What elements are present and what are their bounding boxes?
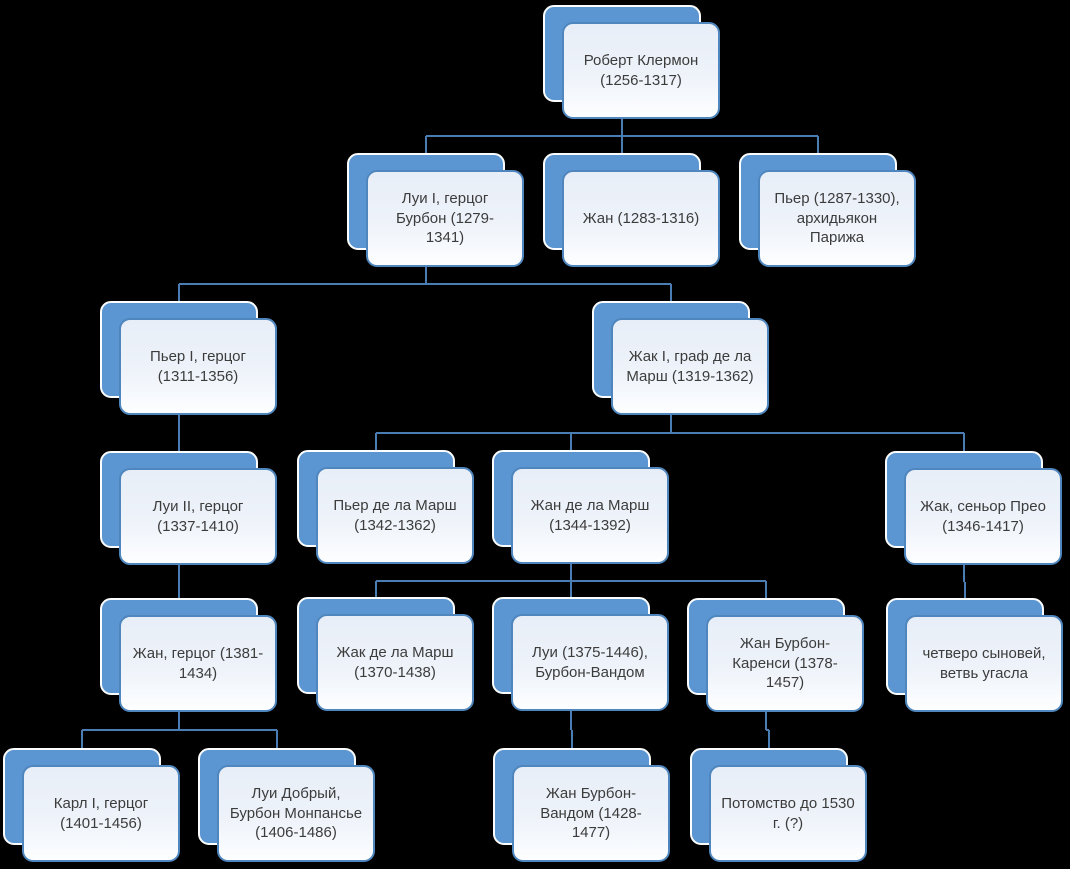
node-label: Луи (1375-1446), Бурбон-Вандом <box>532 643 648 681</box>
node-label: Пьер (1287-1330), архидьякон Парижа <box>774 190 900 247</box>
tree-node-pierre_marche: Пьер де ла Марш (1342-1362) <box>297 450 474 564</box>
node-card: Жан Бурбон-Каренси (1378-1457) <box>706 615 864 712</box>
node-card: Карл I, герцог (1401-1456) <box>22 765 180 862</box>
node-label: Жак де ла Марш (1370-1438) <box>336 643 454 681</box>
node-label: четверо сыновей, ветвь угасла <box>922 644 1046 682</box>
node-label: Жан (1283-1316) <box>582 209 700 227</box>
tree-node-jean_vendome: Жан Бурбон-Вандом (1428-1477) <box>493 748 670 862</box>
node-card: четверо сыновей, ветвь угасла <box>905 615 1063 712</box>
node-label: Пьер I, герцог (1311-1356) <box>149 347 246 385</box>
node-card: Жан Бурбон-Вандом (1428-1477) <box>512 765 670 862</box>
tree-node-jacques_marche2: Жак де ла Марш (1370-1438) <box>297 597 474 711</box>
tree-node-louis_montpensier: Луи Добрый, Бурбон Монпансье (1406-1486) <box>198 748 375 862</box>
node-card: Луи Добрый, Бурбон Монпансье (1406-1486) <box>217 765 375 862</box>
node-label: Роберт Клермон (1256-1317) <box>583 51 699 89</box>
node-label: Пьер де ла Марш (1342-1362) <box>333 496 457 534</box>
node-label: Луи Добрый, Бурбон Монпансье (1406-1486) <box>229 785 363 842</box>
node-card: Потомство до 1530 г. (?) <box>709 765 867 862</box>
tree-node-descendants: Потомство до 1530 г. (?) <box>690 748 867 862</box>
connector-path <box>81 119 966 748</box>
node-card: Жак де ла Марш (1370-1438) <box>316 614 474 711</box>
tree-node-louis2: Луи II, герцог (1337-1410) <box>100 451 277 565</box>
node-card: Луи II, герцог (1337-1410) <box>119 468 277 565</box>
node-card: Луи (1375-1446), Бурбон-Вандом <box>511 614 669 711</box>
tree-node-robert: Роберт Клермон (1256-1317) <box>543 5 720 119</box>
node-label: Жак I, граф де ла Марш (1319-1362) <box>626 347 754 385</box>
tree-node-jean_duke: Жан, герцог (1381-1434) <box>100 598 277 712</box>
node-card: Жан (1283-1316) <box>562 170 720 267</box>
node-card: Жак I, граф де ла Марш (1319-1362) <box>611 318 769 415</box>
node-label: Жан де ла Марш (1344-1392) <box>530 496 650 534</box>
tree-node-pierre_arch: Пьер (1287-1330), архидьякон Парижа <box>739 153 916 267</box>
node-label: Жак, сеньор Прео (1346-1417) <box>920 497 1046 535</box>
tree-node-jacques1: Жак I, граф де ла Марш (1319-1362) <box>592 301 769 415</box>
node-label: Жан Бурбон-Каренси (1378-1457) <box>732 635 838 692</box>
tree-node-jacques_preaux: Жак, сеньор Прео (1346-1417) <box>885 451 1062 565</box>
node-card: Пьер де ла Марш (1342-1362) <box>316 467 474 564</box>
tree-node-louis1: Луи I, герцог Бурбон (1279-1341) <box>347 153 524 267</box>
node-card: Пьер I, герцог (1311-1356) <box>119 318 277 415</box>
node-card: Жан, герцог (1381-1434) <box>119 615 277 712</box>
node-label: Карл I, герцог (1401-1456) <box>53 794 149 832</box>
node-label: Жан, герцог (1381-1434) <box>132 644 264 682</box>
tree-node-jean_carency: Жан Бурбон-Каренси (1378-1457) <box>687 598 864 712</box>
node-card: Роберт Клермон (1256-1317) <box>562 22 720 119</box>
node-label: Луи I, герцог Бурбон (1279-1341) <box>396 190 494 247</box>
node-card: Жак, сеньор Прео (1346-1417) <box>904 468 1062 565</box>
node-label: Потомство до 1530 г. (?) <box>721 794 855 832</box>
node-card: Луи I, герцог Бурбон (1279-1341) <box>366 170 524 267</box>
tree-node-jean_marche: Жан де ла Марш (1344-1392) <box>492 450 669 564</box>
tree-node-jean: Жан (1283-1316) <box>543 153 720 267</box>
tree-node-louis_vendome: Луи (1375-1446), Бурбон-Вандом <box>492 597 669 711</box>
tree-node-four_sons: четверо сыновей, ветвь угасла <box>886 598 1063 712</box>
node-label: Жан Бурбон-Вандом (1428-1477) <box>540 785 642 842</box>
tree-node-charles1: Карл I, герцог (1401-1456) <box>3 748 180 862</box>
node-card: Пьер (1287-1330), архидьякон Парижа <box>758 170 916 267</box>
tree-node-pierre1: Пьер I, герцог (1311-1356) <box>100 301 277 415</box>
node-card: Жан де ла Марш (1344-1392) <box>511 467 669 564</box>
node-label: Луи II, герцог (1337-1410) <box>152 497 244 535</box>
